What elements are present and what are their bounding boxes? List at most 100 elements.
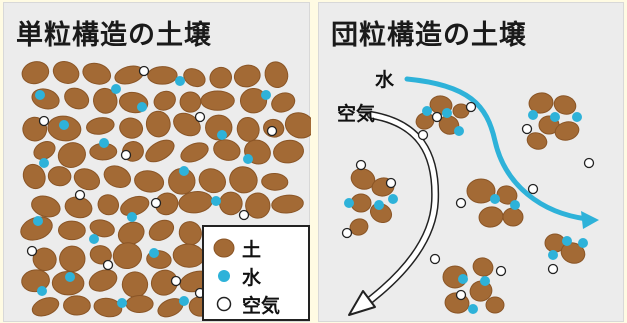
air-bubble [547,263,559,275]
water-drop [99,138,109,148]
air-bubble-icon [216,296,232,312]
aggregate-panel: 団粒構造の土壌 水 空気 [318,2,624,322]
soil-particle [273,139,304,164]
soil-particle [21,61,50,85]
water-drop [89,234,99,244]
soil-particle [64,87,90,110]
air-bubble [341,227,353,239]
soil-particle [31,88,60,110]
water-drop [175,76,185,86]
soil-particle [20,216,53,241]
soil-particle [147,66,178,85]
air-bubble [429,253,441,265]
aggregate-illustration [341,76,599,316]
air-bubble [194,111,206,123]
soil-particle [148,219,175,241]
water-drop [528,110,538,120]
legend-label-air: 空気 [242,294,281,317]
soil-particle [200,90,235,111]
water-drop [578,238,588,248]
soil-particle [485,296,505,314]
legend: 土 水 空気 [202,225,310,321]
air-bubble [266,125,278,137]
soil-particle [134,170,165,193]
water-drop [211,196,221,206]
water-drop-icon [218,270,230,282]
soil-particle [209,66,233,89]
air-bubble [521,123,533,135]
water-drop [468,304,478,314]
soil-particle [82,62,112,85]
water-drop [374,200,384,210]
soil-particle-icon [213,238,235,258]
legend-label-water: 水 [242,266,262,289]
single-grain-illustration [20,61,311,318]
air-bubble [120,149,132,161]
soil-particle [183,68,206,88]
aggregate-title: 団粒構造の土壌 [331,20,527,51]
soil-particle [271,92,296,113]
air-bubble [355,159,367,171]
air-bubble [238,209,250,221]
soil-particle [63,295,91,316]
soil-particle [59,245,86,273]
soil-particle [73,168,101,191]
soil-particle [93,297,123,318]
legend-item-air: 空気 [212,291,280,317]
soil-particle [172,243,205,268]
water-drop [422,106,432,116]
soil-particle [264,61,289,88]
soil-particle [103,165,131,189]
soil-particle [528,92,554,114]
water-arrow-label: 水 [375,69,395,91]
soil-particle [145,110,171,138]
soil-particle [153,90,176,111]
water-drop [510,200,520,210]
soil-particle [478,206,504,228]
soil-particle [466,178,496,204]
air-bubble [417,129,429,141]
air-bubble [102,259,114,271]
water-drop [149,248,159,258]
water-drop [65,272,75,282]
air-bubble [455,197,467,209]
water-drop [35,90,45,100]
air-arrow-label: 空気 [337,103,376,125]
soil-particle [472,257,494,277]
single-grain-panel: 単粒構造の土壌 土 水 空気 [3,2,311,322]
air-bubble [465,101,477,113]
soil-particle [526,132,548,150]
water-flow-arrow [404,76,590,222]
water-drop [550,112,560,122]
air-bubble [431,111,443,123]
air-bubble [74,189,86,201]
air-bubble [150,197,162,209]
water-drop [137,102,147,112]
soil-particle [89,219,115,238]
soil-particle [47,166,72,187]
water-drop [127,212,137,222]
soil-particle [57,142,86,168]
water-drop [33,216,43,226]
air-bubble [583,157,595,169]
soil-particle [154,192,179,216]
water-drop [458,274,468,284]
soil-particle [112,242,143,270]
legend-item-water: 水 [212,263,261,289]
water-drop [59,120,69,130]
water-drop [490,194,500,204]
soil-particle [213,139,241,161]
water-flow-arrowhead [581,211,599,229]
soil-particle [179,91,202,113]
soil-particle [496,185,518,205]
soil-particle [261,172,289,191]
water-drop [37,286,47,296]
water-drop [562,236,572,246]
air-flow-arrow [358,112,438,310]
water-drop [388,194,398,204]
soil-particle [120,195,150,217]
air-flow-arrowhead [348,290,376,316]
soil-particle [114,65,144,85]
soil-particle [236,116,260,142]
soil-particle [22,163,46,190]
